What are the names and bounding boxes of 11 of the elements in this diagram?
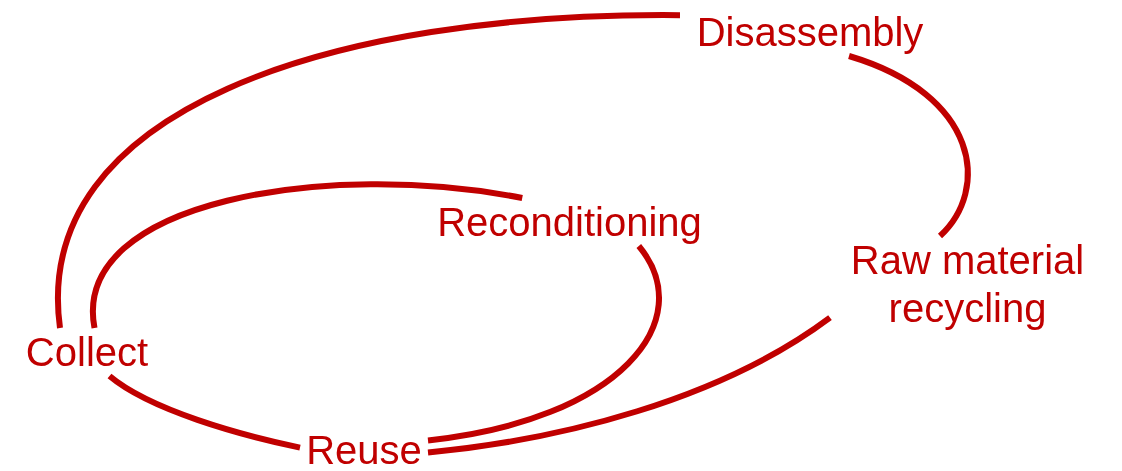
node-label: Raw material recycling (849, 237, 1086, 332)
node-label: Disassembly (696, 9, 924, 56)
node-label: Collect (25, 329, 149, 376)
connector-curve (56, 12, 681, 329)
connector-curve (427, 315, 832, 456)
node-label: Reuse (306, 427, 422, 471)
connector-curve (427, 244, 662, 444)
connector-curve (848, 53, 971, 238)
connector-curve (107, 373, 301, 451)
connector-curve (91, 181, 523, 329)
node-label: Reconditioning (437, 199, 702, 246)
